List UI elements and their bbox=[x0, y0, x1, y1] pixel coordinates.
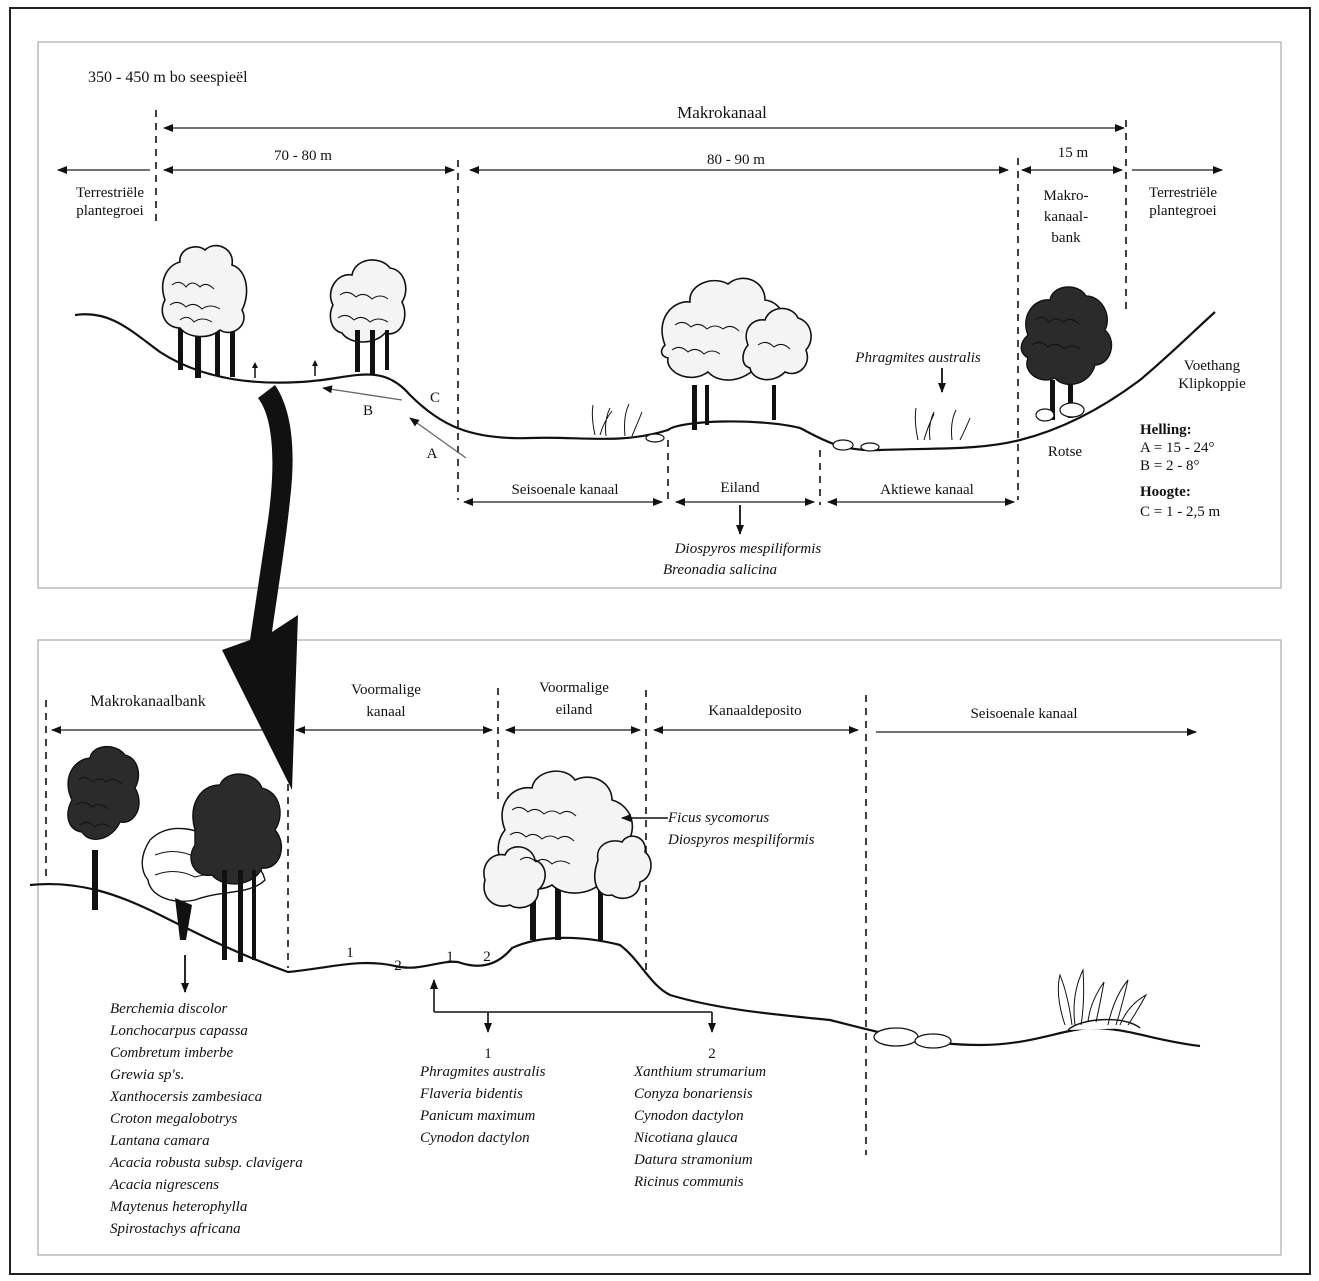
bank-species-list: Berchemia discolor Lonchocarpus capassa … bbox=[109, 1001, 303, 1237]
width-70-80-label: 70 - 80 m bbox=[274, 148, 332, 164]
width-15-label: 15 m bbox=[1058, 145, 1089, 161]
reeds-left bbox=[591, 403, 665, 443]
island-species-2: Breonadia salicina bbox=[663, 562, 777, 578]
ficus-species-2: Diospyros mespiliformis bbox=[667, 832, 815, 848]
ground-marker-4: 2 bbox=[483, 949, 491, 965]
bank-species-item: Lonchocarpus capassa bbox=[109, 1023, 248, 1039]
height-c-value: C = 1 - 2,5 m bbox=[1140, 504, 1220, 520]
bank-species-item: Lantana camara bbox=[109, 1133, 210, 1149]
island-label: Eiland bbox=[720, 480, 760, 496]
group-2-species-list: Xanthium strumarium Conyza bonariensis C… bbox=[633, 1064, 766, 1190]
island-species-1: Diospyros mespiliformis bbox=[674, 541, 822, 557]
macro-bank-line2: kanaal- bbox=[1044, 209, 1088, 225]
slope-a-value: A = 15 - 24° bbox=[1140, 440, 1214, 456]
group-2-species-item: Cynodon dactylon bbox=[634, 1108, 744, 1124]
seasonal-channel-label: Seisoenale kanaal bbox=[511, 482, 618, 498]
ficus-species-1: Ficus sycomorus bbox=[667, 810, 769, 826]
terrestrial-left-line2: plantegroei bbox=[76, 203, 143, 219]
bank-species-item: Spirostachys africana bbox=[110, 1221, 241, 1237]
letter-a: A bbox=[427, 446, 438, 462]
macro-bank-tree bbox=[1020, 286, 1113, 422]
macro-channel-label: Makrokanaal bbox=[677, 103, 767, 122]
group-2-species-item: Ricinus communis bbox=[633, 1174, 744, 1190]
top-panel: 350 - 450 m bo seespieël Makrokanaal 70 … bbox=[37, 41, 1282, 589]
group-2-species-item: Nicotiana glauca bbox=[633, 1130, 738, 1146]
terrestrial-right-line2: plantegroei bbox=[1149, 203, 1216, 219]
bank-species-item: Xanthocersis zambesiaca bbox=[109, 1089, 262, 1105]
phragmites-label: Phragmites australis bbox=[854, 350, 981, 366]
former-island-line2: eiland bbox=[556, 702, 593, 718]
group-1-species-item: Flaveria bidentis bbox=[419, 1086, 523, 1102]
former-island-line1: Voormalige bbox=[539, 680, 609, 696]
top-ground-profile bbox=[74, 311, 1216, 452]
former-channel-line1: Voormalige bbox=[351, 682, 421, 698]
ground-marker-2: 2 bbox=[394, 958, 402, 974]
groups-bracket bbox=[430, 979, 716, 1033]
former-island-trees bbox=[483, 770, 652, 940]
letter-c: C bbox=[430, 390, 440, 406]
group-1-species-item: Phragmites australis bbox=[419, 1064, 546, 1080]
slope-b-arrow bbox=[322, 385, 403, 401]
group-2-species-item: Conyza bonariensis bbox=[634, 1086, 753, 1102]
bank-species-item: Acacia robusta subsp. clavigera bbox=[109, 1155, 303, 1171]
bank-species-item: Croton megalobotrys bbox=[110, 1111, 238, 1127]
macro-bank-line3: bank bbox=[1051, 230, 1081, 246]
bank-species-item: Combretum imberbe bbox=[110, 1045, 234, 1061]
slope-b-value: B = 2 - 8° bbox=[1140, 458, 1199, 474]
foot-slope-line1: Voethang bbox=[1184, 358, 1241, 374]
group-1-species-item: Cynodon dactylon bbox=[420, 1130, 530, 1146]
foot-slope-line2: Klipkoppie bbox=[1178, 376, 1246, 392]
bank-species-item: Berchemia discolor bbox=[110, 1001, 227, 1017]
group-1-species-list: Phragmites australis Flaveria bidentis P… bbox=[419, 1064, 546, 1146]
terrestrial-right-line1: Terrestriële bbox=[1149, 185, 1217, 201]
bank-species-item: Maytenus heterophylla bbox=[109, 1199, 247, 1215]
ground-marker-3: 1 bbox=[446, 949, 454, 965]
group-1-label: 1 bbox=[484, 1046, 492, 1062]
seasonal-channel-bottom-label: Seisoenale kanaal bbox=[970, 706, 1077, 722]
channel-deposit-label: Kanaaldeposito bbox=[708, 703, 801, 719]
island-trees bbox=[660, 277, 812, 430]
bottom-ground-profile bbox=[29, 882, 1201, 1048]
bank-species-item: Grewia sp's. bbox=[110, 1067, 184, 1083]
slope-a-arrow bbox=[409, 417, 467, 459]
group-2-label: 2 bbox=[708, 1046, 716, 1062]
bottom-panel-border bbox=[37, 639, 1282, 1256]
group-2-species-item: Xanthium strumarium bbox=[633, 1064, 766, 1080]
macro-bank-trees-bottom bbox=[67, 746, 283, 962]
former-channel-line2: kanaal bbox=[366, 704, 405, 720]
bank-species-item: Acacia nigrescens bbox=[109, 1177, 219, 1193]
transition-arrow bbox=[222, 385, 298, 790]
rocks-and-reeds-right bbox=[873, 968, 1148, 1049]
ground-marker-1: 1 bbox=[346, 945, 354, 961]
rocks-label: Rotse bbox=[1048, 444, 1083, 460]
bottom-panel: Makrokanaalbank Voormalige kanaal Voorma… bbox=[29, 385, 1282, 1256]
group-1-species-item: Panicum maximum bbox=[419, 1108, 536, 1124]
height-title: Hoogte: bbox=[1140, 484, 1191, 500]
macro-bank-bottom-label: Makrokanaalbank bbox=[90, 693, 206, 710]
letter-b: B bbox=[363, 403, 373, 419]
reeds-right bbox=[832, 407, 971, 452]
macro-bank-line1: Makro- bbox=[1044, 188, 1089, 204]
elevation-label: 350 - 450 m bo seespieël bbox=[88, 69, 248, 86]
slope-title: Helling: bbox=[1140, 422, 1192, 438]
tree-cluster-left bbox=[161, 244, 407, 378]
terrestrial-left-line1: Terrestriële bbox=[76, 185, 144, 201]
active-channel-label: Aktiewe kanaal bbox=[880, 482, 974, 498]
width-80-90-label: 80 - 90 m bbox=[707, 152, 765, 168]
group-2-species-item: Datura stramonium bbox=[633, 1152, 753, 1168]
